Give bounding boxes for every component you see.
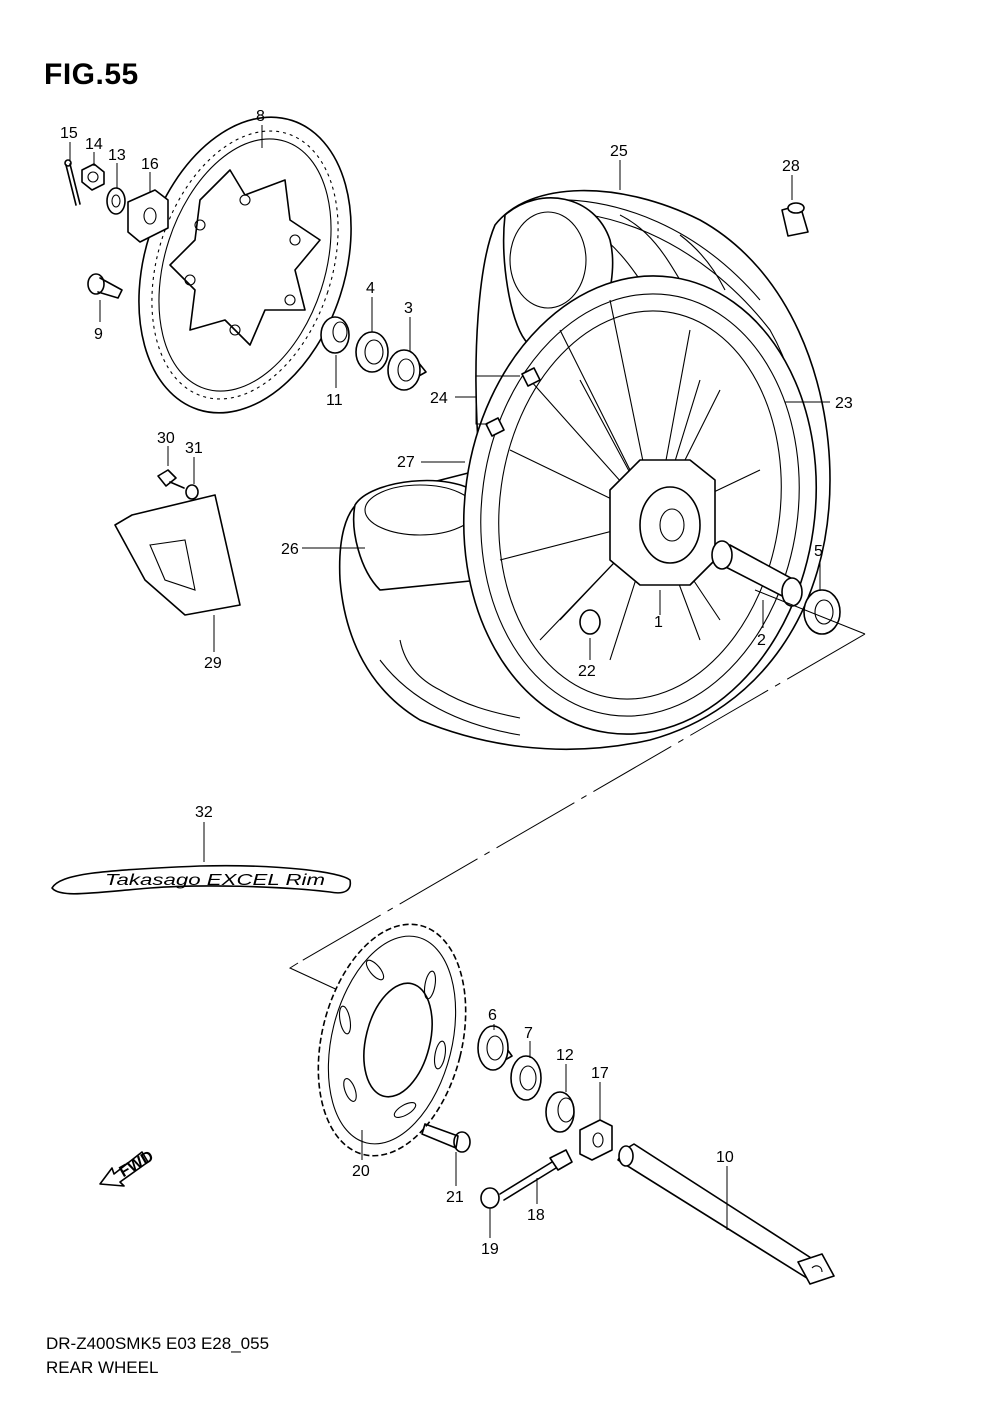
leader-lines — [69, 125, 830, 1238]
washer[interactable] — [106, 187, 126, 215]
forward-arrow: FWD — [99, 1148, 157, 1187]
figure-title: FIG.55 — [44, 58, 139, 91]
callout-18: 18 — [527, 1207, 545, 1224]
axle-spacer[interactable] — [711, 540, 803, 607]
callout-25: 25 — [610, 143, 628, 160]
adjuster-plate[interactable] — [127, 189, 169, 243]
spoke-set[interactable] — [485, 367, 541, 437]
rear-hub[interactable] — [609, 459, 716, 586]
adjuster-bolt[interactable] — [499, 1149, 573, 1201]
spacer-11[interactable] — [320, 316, 350, 354]
chain-adjuster[interactable] — [579, 1119, 613, 1161]
callout-28: 28 — [782, 158, 800, 175]
adjuster-nut[interactable] — [480, 1187, 500, 1209]
sprocket-bolt[interactable] — [421, 1123, 471, 1153]
callout-19: 19 — [481, 1241, 499, 1258]
callout-6: 6 — [488, 1007, 497, 1024]
callout-32: 32 — [195, 804, 213, 821]
callout-4: 4 — [366, 280, 375, 297]
callout-26: 26 — [281, 541, 299, 558]
castle-nut[interactable] — [81, 163, 105, 191]
callout-14: 14 — [85, 136, 103, 153]
spacer-12[interactable] — [545, 1091, 575, 1133]
dust-seal-4[interactable] — [355, 331, 389, 373]
callout-21: 21 — [446, 1189, 464, 1206]
callout-13: 13 — [108, 147, 126, 164]
callout-5: 5 — [814, 543, 823, 560]
disc-bolt[interactable] — [87, 273, 123, 299]
rear-sprocket[interactable] — [296, 909, 489, 1172]
callout-15: 15 — [60, 125, 78, 142]
cover-washer[interactable] — [185, 484, 199, 500]
air-valve[interactable] — [781, 202, 809, 237]
callout-22: 22 — [578, 663, 596, 680]
callout-12: 12 — [556, 1047, 574, 1064]
callout-20: 20 — [352, 1163, 370, 1180]
callout-16: 16 — [141, 156, 159, 173]
callout-11: 11 — [326, 392, 343, 409]
callout-31: 31 — [185, 440, 203, 457]
cover-bolt[interactable] — [157, 469, 185, 489]
callout-27: 27 — [397, 454, 415, 471]
assembly-frame-line — [754, 589, 866, 635]
callout-29: 29 — [204, 655, 222, 672]
bearing-3[interactable] — [387, 349, 427, 391]
rim-band[interactable] — [352, 479, 494, 591]
model-code: DR-Z400SMK5 E03 E28_055 — [46, 1334, 270, 1353]
callout-1: 1 — [654, 614, 663, 631]
callout-9: 9 — [94, 326, 103, 343]
callout-30: 30 — [157, 430, 175, 447]
callout-2: 2 — [757, 632, 766, 649]
bearing-5[interactable] — [803, 589, 841, 635]
callout-10: 10 — [716, 1149, 734, 1166]
dust-seal-7[interactable] — [510, 1055, 542, 1101]
callout-7: 7 — [524, 1025, 533, 1042]
callout-3: 3 — [404, 300, 413, 317]
cotter-pin[interactable] — [64, 159, 81, 206]
callout-24: 24 — [430, 390, 448, 407]
rear-axle[interactable] — [617, 1143, 835, 1285]
callout-17: 17 — [591, 1065, 609, 1082]
assembly-frame-line — [297, 633, 866, 964]
callout-23: 23 — [835, 395, 853, 412]
callout-8: 8 — [256, 108, 265, 125]
bearing-6[interactable] — [477, 1025, 513, 1071]
decal-text: Takasago EXCEL Rim — [105, 872, 325, 889]
spoke-nipple[interactable] — [579, 609, 601, 635]
rim-decal[interactable]: Takasago EXCEL Rim — [51, 864, 352, 895]
fwd-label: FWD — [117, 1148, 157, 1181]
diagram-title: REAR WHEEL — [46, 1358, 159, 1377]
callout-labels: 1 2 3 4 5 6 7 8 9 10 11 12 13 14 15 16 1… — [60, 108, 853, 1258]
assembly-frame-line — [288, 962, 343, 993]
disc-cover[interactable] — [114, 494, 241, 616]
brake-disc[interactable] — [103, 90, 387, 441]
